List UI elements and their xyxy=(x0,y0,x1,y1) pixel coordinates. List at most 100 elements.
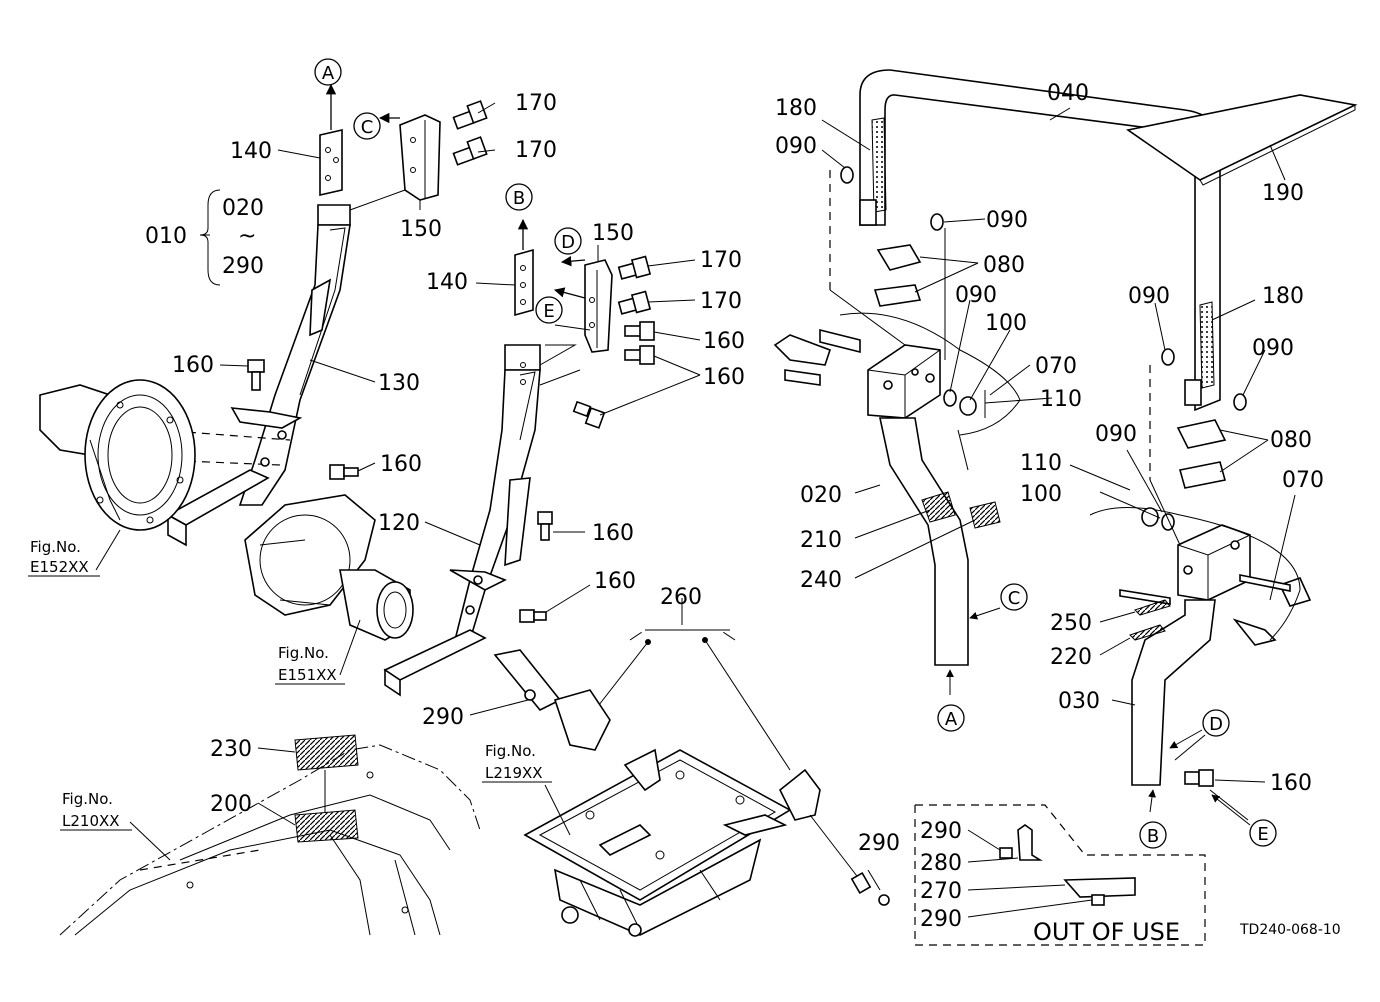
label-080-b: 080 xyxy=(1270,428,1312,453)
label-020: 020 xyxy=(800,483,842,508)
label-090-e: 090 xyxy=(1252,336,1294,361)
marker-e-bottom: E xyxy=(1257,824,1268,845)
marker-a-top: A xyxy=(322,63,335,84)
label-180-b: 180 xyxy=(1262,284,1304,309)
label-140-mid: 140 xyxy=(426,270,468,295)
decal-230 xyxy=(294,734,359,771)
label-290-range: 290 xyxy=(222,254,264,279)
bolt-160-group-mid xyxy=(519,321,655,623)
label-210: 210 xyxy=(800,528,842,553)
label-100-a: 100 xyxy=(985,311,1027,336)
label-070-a: 070 xyxy=(1035,354,1077,379)
label-290-a: 290 xyxy=(422,705,464,730)
marker-b-top: B xyxy=(513,188,525,209)
label-080-a: 080 xyxy=(983,253,1025,278)
label-020-range: 020 xyxy=(222,196,264,221)
marker-a-bottom: A xyxy=(945,709,958,730)
marker-b-bottom: B xyxy=(1147,826,1159,847)
label-090-c: 090 xyxy=(955,283,997,308)
fig-e152-label: Fig.No. xyxy=(30,538,81,556)
bolt-160-mid xyxy=(329,464,359,480)
cap-080-a xyxy=(873,244,922,307)
bolt-170-pair-mid xyxy=(617,255,652,315)
housing-e151 xyxy=(244,494,414,641)
label-290-d: 290 xyxy=(920,907,962,932)
cap-080-b xyxy=(1176,419,1227,489)
label-170-b: 170 xyxy=(515,138,557,163)
marker-e-top: E xyxy=(543,301,554,322)
label-110-a: 110 xyxy=(1040,387,1082,412)
label-290-b: 290 xyxy=(858,831,900,856)
decal-200 xyxy=(294,770,359,843)
label-170-c: 170 xyxy=(700,248,742,273)
label-120: 120 xyxy=(378,511,420,536)
marker-d-bottom: D xyxy=(1209,714,1223,735)
label-270: 270 xyxy=(920,879,962,904)
fig-e152-code: E152XX xyxy=(30,558,89,576)
label-150-left: 150 xyxy=(400,217,442,242)
label-200: 200 xyxy=(210,792,252,817)
bracket-150-mid xyxy=(539,256,613,386)
label-160-b: 160 xyxy=(380,452,422,477)
label-250: 250 xyxy=(1050,611,1092,636)
out-of-use-label: OUT OF USE xyxy=(1033,918,1180,946)
label-160-a: 160 xyxy=(172,353,214,378)
marker-d-top: D xyxy=(561,232,575,253)
label-230: 230 xyxy=(210,737,252,762)
label-040: 040 xyxy=(1047,81,1089,106)
label-110-b: 110 xyxy=(1020,451,1062,476)
ref-markers: A C B D E C A D B E xyxy=(314,58,1277,849)
fig-l210-code: L210XX xyxy=(62,812,120,830)
label-180-a: 180 xyxy=(775,96,817,121)
label-100-b: 100 xyxy=(1020,482,1062,507)
label-160-g: 160 xyxy=(1270,771,1312,796)
frame-120 xyxy=(383,344,541,697)
post-020 xyxy=(773,170,1021,666)
plate-140-mid xyxy=(514,218,534,317)
tractor-body-l210 xyxy=(59,744,481,936)
label-160-d: 160 xyxy=(703,365,745,390)
fig-l219-code: L219XX xyxy=(485,764,543,782)
fig-e151-code: E151XX xyxy=(278,666,337,684)
label-170-d: 170 xyxy=(700,289,742,314)
out-of-use-box xyxy=(914,804,1206,946)
label-260: 260 xyxy=(660,585,702,610)
label-070-b: 070 xyxy=(1282,468,1324,493)
drawing-code: TD240-068-10 xyxy=(1239,922,1341,938)
fig-e151-label: Fig.No. xyxy=(278,644,329,662)
post-030 xyxy=(1089,365,1312,787)
label-280: 280 xyxy=(920,851,962,876)
fig-references: Fig.No. E152XX Fig.No. E151XX Fig.No. L2… xyxy=(28,538,552,831)
label-170-a: 170 xyxy=(515,91,557,116)
frame-130 xyxy=(159,204,351,547)
fig-l219-label: Fig.No. xyxy=(485,742,536,760)
label-220: 220 xyxy=(1050,645,1092,670)
label-160-f: 160 xyxy=(594,569,636,594)
seat-belt-260 xyxy=(493,629,890,906)
label-090-a: 090 xyxy=(775,134,817,159)
label-290-c: 290 xyxy=(920,819,962,844)
seat-base-l219 xyxy=(523,748,792,937)
plate-140-left xyxy=(319,83,343,197)
label-240: 240 xyxy=(800,568,842,593)
washers-090 xyxy=(840,166,1247,531)
leader-lines xyxy=(95,102,1296,918)
rollbar-040 xyxy=(859,69,1221,412)
bracket-150-left xyxy=(349,112,441,211)
label-030: 030 xyxy=(1058,689,1100,714)
label-tilde: ~ xyxy=(238,224,256,249)
label-160-e: 160 xyxy=(592,521,634,546)
label-160-c: 160 xyxy=(703,329,745,354)
manual-190 xyxy=(1126,94,1358,186)
label-190: 190 xyxy=(1262,181,1304,206)
bolt-160-upper-left xyxy=(247,359,265,391)
label-130: 130 xyxy=(378,371,420,396)
label-090-b: 090 xyxy=(986,208,1028,233)
part-labels: 140 170 170 150 010 020 ~ 290 160 130 16… xyxy=(145,81,1324,946)
marker-c-top: C xyxy=(361,117,374,138)
fig-l210-label: Fig.No. xyxy=(62,790,113,808)
label-090-d: 090 xyxy=(1128,284,1170,309)
housing-e152 xyxy=(39,379,196,531)
